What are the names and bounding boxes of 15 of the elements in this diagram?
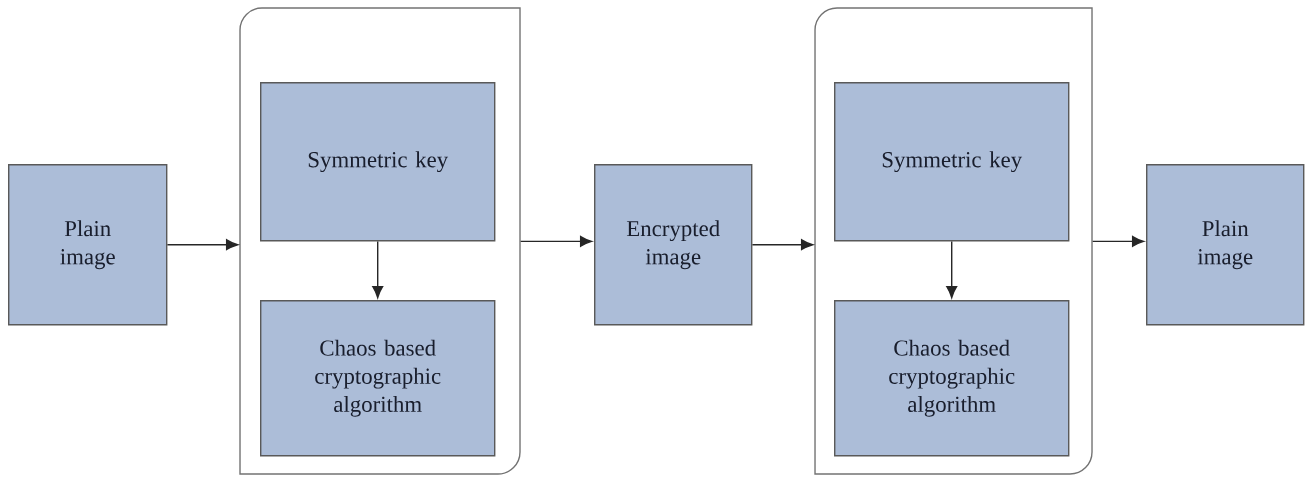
arrow — [751, 239, 814, 251]
arrow — [166, 239, 239, 251]
process-box: Plain image — [1146, 164, 1305, 326]
process-box: Chaos based cryptographic algorithm — [834, 300, 1070, 457]
process-box: Plain image — [8, 164, 168, 326]
process-box: Chaos based cryptographic algorithm — [260, 300, 496, 457]
process-box: Symmetric key — [834, 82, 1070, 242]
process-box: Symmetric key — [260, 82, 496, 242]
process-box: Encrypted image — [594, 164, 753, 326]
arrow — [520, 235, 593, 247]
arrow — [1092, 235, 1145, 247]
arrow — [372, 240, 384, 299]
group-frame — [814, 7, 1093, 475]
group-frame — [239, 7, 521, 475]
arrow — [946, 240, 958, 299]
